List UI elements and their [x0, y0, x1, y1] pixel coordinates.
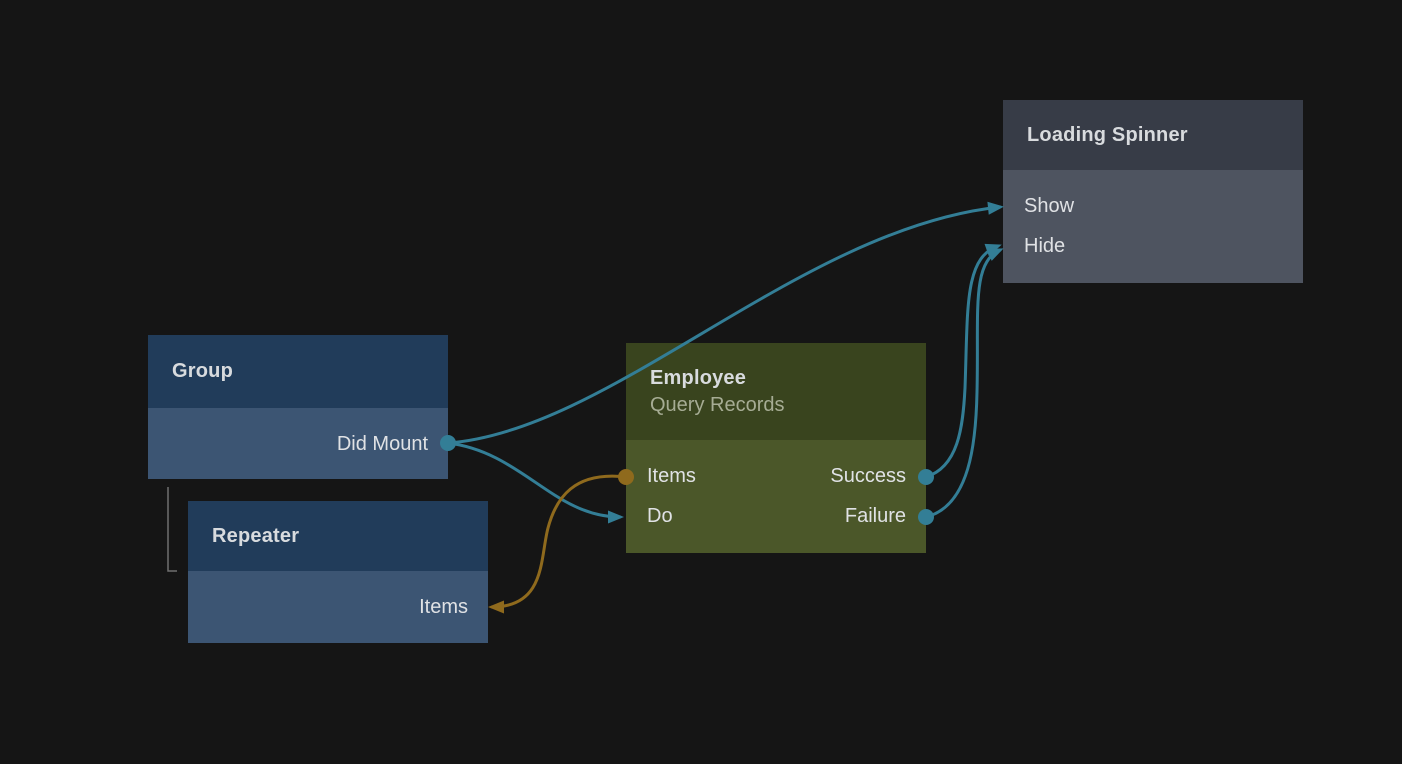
port-label-success: Success: [830, 464, 906, 487]
node-loading-spinner-header[interactable]: Loading Spinner: [1003, 100, 1303, 170]
node-employee-query-records[interactable]: Employee Query Records Items Success Do …: [626, 343, 926, 553]
port-label-show: Show: [1024, 194, 1075, 217]
port-row-items-input[interactable]: Items: [188, 587, 488, 627]
port-label-items: Items: [647, 464, 696, 487]
port-row-do-failure[interactable]: Do Failure: [626, 496, 926, 536]
port-row-show[interactable]: Show: [1003, 186, 1303, 226]
port-row-items-success[interactable]: Items Success: [626, 456, 926, 496]
connection-failure-hide[interactable]: [924, 248, 1004, 519]
node-employee-header[interactable]: Employee Query Records: [626, 343, 926, 440]
node-group-header[interactable]: Group: [148, 335, 448, 408]
node-loading-spinner-body: Show Hide: [1003, 170, 1303, 283]
node-loading-spinner[interactable]: Loading Spinner Show Hide: [1003, 100, 1303, 283]
node-group-body: Did Mount: [148, 408, 448, 479]
port-label-do: Do: [647, 504, 673, 527]
connection-success-hide[interactable]: [924, 243, 1002, 479]
port-row-hide[interactable]: Hide: [1003, 226, 1303, 266]
node-title: Employee: [650, 366, 747, 389]
port-label-items: Items: [419, 595, 468, 618]
node-subtitle: Query Records: [650, 393, 785, 416]
port-label-failure: Failure: [844, 504, 906, 527]
node-title: Group: [172, 360, 233, 382]
node-group[interactable]: Group Did Mount: [148, 335, 448, 479]
node-employee-body: Items Success Do Failure: [626, 440, 926, 553]
port-label-did-mount: Did Mount: [336, 432, 428, 455]
node-repeater-header[interactable]: Repeater: [188, 501, 488, 571]
port-label-hide: Hide: [1024, 234, 1066, 257]
node-title: Loading Spinner: [1027, 123, 1188, 146]
hierarchy-elbow-group-repeater: [167, 487, 177, 572]
node-repeater[interactable]: Repeater Items: [188, 501, 488, 643]
connection-items-repeateritems[interactable]: [488, 474, 628, 614]
node-repeater-body: Items: [188, 571, 488, 643]
port-row-did-mount[interactable]: Did Mount: [148, 424, 448, 464]
node-title: Repeater: [212, 524, 300, 547]
